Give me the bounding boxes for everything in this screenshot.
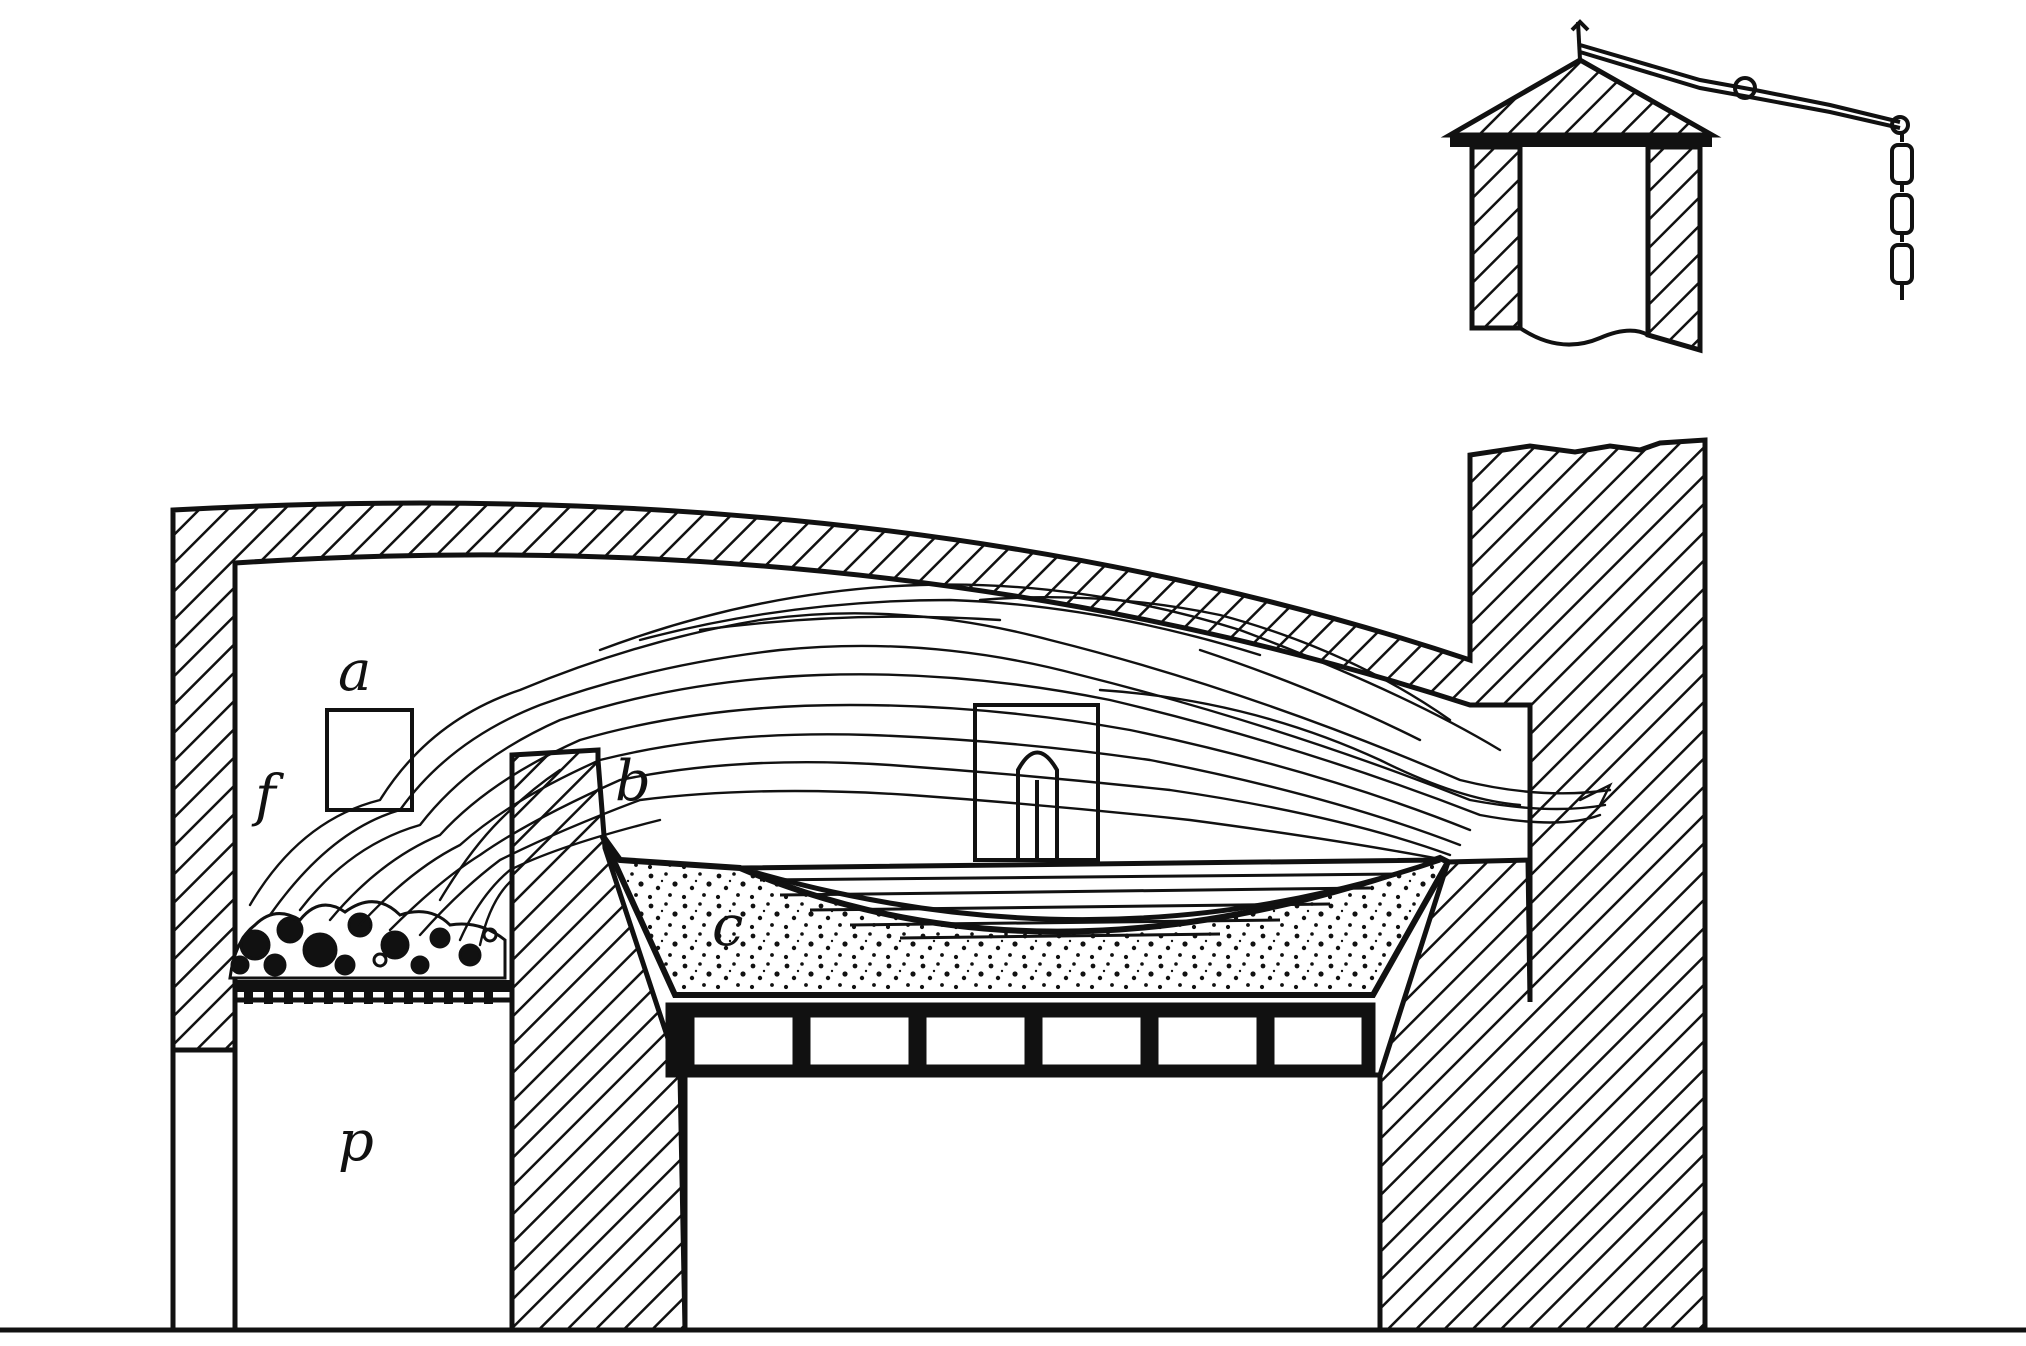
working-door: [973, 703, 1100, 862]
fire-grate: [233, 980, 513, 1004]
metal-bath: [739, 857, 1441, 940]
ash-pit-door: [170, 1047, 238, 1333]
hearth-support-bricks: [665, 1002, 1376, 1078]
hearth-vault-opening: [682, 1072, 1383, 1333]
label-f: f: [251, 764, 285, 829]
flame-lines: [248, 583, 1613, 947]
chimney-cap: [1440, 57, 1722, 354]
damper-lever-chain: [1570, 19, 1914, 300]
label-b: b: [615, 749, 651, 814]
label-a: a: [338, 639, 371, 704]
furnace-wall: [170, 437, 1708, 1333]
feed-opening: [325, 708, 414, 812]
ash-pit: [232, 997, 515, 1333]
label-c: c: [712, 894, 743, 959]
label-p: p: [338, 1109, 374, 1174]
